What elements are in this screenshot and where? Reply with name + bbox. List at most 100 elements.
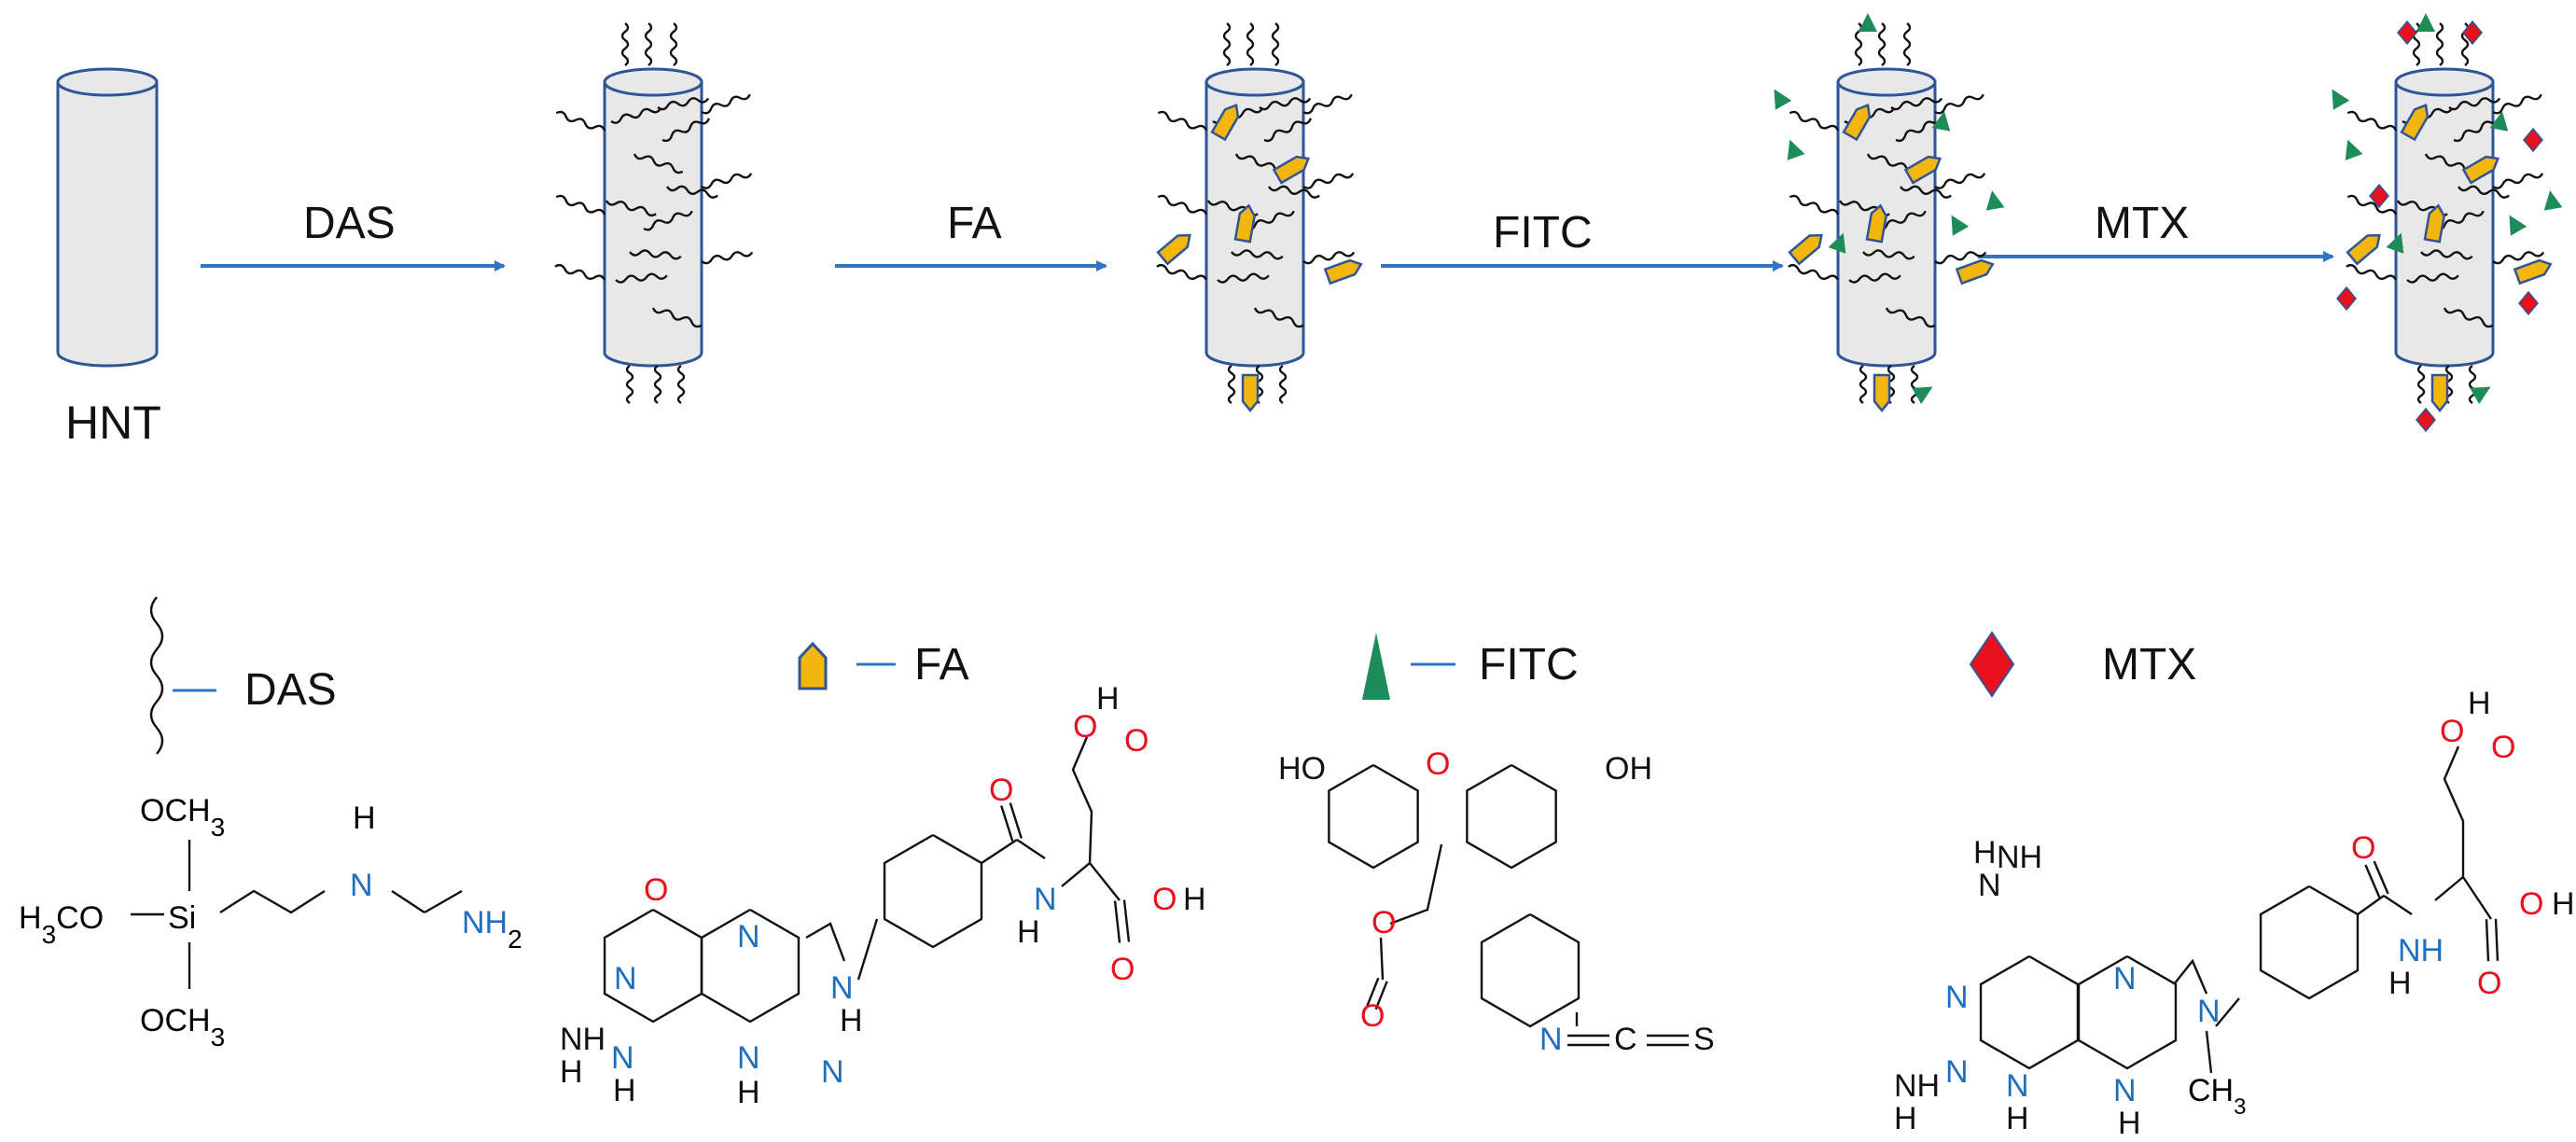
- fa-marker: [1873, 373, 1891, 413]
- atom-label: N: [830, 970, 854, 1006]
- fa-marker: [1788, 233, 1823, 266]
- svg-text:H3CO: H3CO: [19, 900, 104, 949]
- das-chain: [2346, 110, 2398, 132]
- atom-label: H: [2468, 686, 2491, 721]
- das-chain: [644, 22, 653, 66]
- atom-label: CH3: [2188, 1073, 2246, 1120]
- atom-label: O: [1360, 998, 1385, 1034]
- das-chain: [669, 22, 678, 66]
- bond: [1122, 899, 1131, 942]
- das-chain: [1859, 365, 1868, 404]
- das-chain: [629, 249, 682, 260]
- mtx-marker: [2397, 20, 2417, 46]
- fa-marker: [2400, 103, 2430, 142]
- hnt-tube: [56, 67, 159, 368]
- mtx-marker: [2462, 20, 2483, 46]
- atom-label: H: [613, 1073, 636, 1108]
- mtx-marker: [2518, 290, 2539, 316]
- bond: [2434, 745, 2465, 901]
- das-chain: [1231, 249, 1284, 260]
- das-chain: [661, 118, 710, 143]
- fa-marker: [1903, 155, 1942, 185]
- das-chain: [701, 93, 751, 115]
- das-chain: [2492, 93, 2542, 115]
- bond: [1000, 805, 1014, 842]
- atom-label: H: [2388, 966, 2412, 1001]
- das-chain: [1227, 365, 1236, 404]
- mtx-diamond-icon: [1969, 631, 2015, 698]
- das-chain: [1157, 194, 1208, 216]
- bond: [1379, 937, 1385, 981]
- fa-marker: [1156, 233, 1191, 266]
- hnt-das-fa-fitc-mtx-tube: [2332, 13, 2563, 433]
- das-chain: [1910, 365, 1919, 404]
- das-structure: OCH3 H3CO Si OCH3 H N NH2: [19, 793, 522, 1051]
- bond: [2364, 864, 2381, 898]
- bond: [981, 838, 1018, 865]
- hnt-das-fa-tube: [1156, 22, 1363, 413]
- das-chain: [1271, 22, 1280, 66]
- fa-marker: [1210, 103, 1240, 142]
- legend-fa-label: FA: [914, 640, 969, 689]
- atom-label: O: [1152, 882, 1177, 917]
- das-chain: [1217, 272, 1270, 284]
- atom-label: N: [2113, 1073, 2137, 1108]
- fitc-marker: [2345, 139, 2363, 160]
- atom-label: H: [2118, 1106, 2141, 1141]
- atom-label: N: [1978, 868, 2001, 903]
- bond: [2485, 919, 2490, 962]
- das-si: Si: [168, 900, 196, 936]
- fitc-marker: [2416, 13, 2435, 32]
- atom-label: H: [1894, 1101, 1917, 1136]
- svg-text:OCH3: OCH3: [140, 1003, 225, 1051]
- das-och3-top: OCH: [140, 793, 211, 829]
- das-chain: [665, 185, 718, 199]
- bond: [1480, 912, 1580, 1028]
- das-chain: [2346, 263, 2398, 281]
- atom-label: N: [2006, 1068, 2029, 1104]
- das-chain: [1222, 22, 1232, 66]
- atom-label: O: [1110, 952, 1135, 987]
- das-chain: [643, 210, 693, 231]
- atom-label: O: [2519, 886, 2543, 922]
- das-chain: [620, 22, 630, 66]
- das-chain: [701, 173, 753, 189]
- bond: [1016, 839, 1046, 859]
- atom-label: C: [1614, 1022, 1637, 1057]
- atom-label: O: [989, 773, 1013, 808]
- fa-marker: [1865, 203, 1887, 244]
- bond: [1113, 900, 1121, 943]
- fitc-marker: [1985, 190, 2005, 211]
- atom-label: H: [737, 1075, 760, 1110]
- hnt-label: HNT: [65, 397, 161, 449]
- das-chain: [1278, 365, 1288, 404]
- das-chain: [701, 251, 754, 265]
- fitc-marker: [2489, 111, 2509, 132]
- das-chain: [1253, 307, 1304, 328]
- fa-marker: [1323, 258, 1363, 286]
- das-chain: [1934, 173, 1986, 189]
- atom-label: H: [1973, 835, 1997, 870]
- fa-pentagon-icon: [798, 641, 828, 690]
- atom-label: O: [644, 872, 668, 908]
- tube-rim: [2394, 67, 2495, 97]
- atom-label: N: [1034, 882, 1057, 917]
- atom-label: N: [2197, 994, 2221, 1029]
- atom-label: N: [737, 1040, 760, 1076]
- atom-label: O: [2351, 830, 2375, 866]
- fa-marker: [2461, 155, 2500, 185]
- das-chain: [1934, 93, 1984, 115]
- das-chain: [1259, 97, 1312, 111]
- fitc-marker: [2332, 89, 2350, 110]
- fa-marker: [2423, 203, 2445, 244]
- fitc-marker: [2470, 386, 2491, 405]
- atom-label: N: [1945, 980, 1969, 1015]
- svg-text:OCH3: OCH3: [140, 793, 225, 842]
- das-wavy-icon: [149, 596, 164, 755]
- fitc-marker: [2543, 190, 2563, 211]
- fa-marker: [1233, 203, 1256, 244]
- bond: [883, 833, 983, 949]
- bond: [1374, 981, 1388, 1010]
- das-chain: [2406, 272, 2459, 284]
- das-chain: [2468, 365, 2477, 404]
